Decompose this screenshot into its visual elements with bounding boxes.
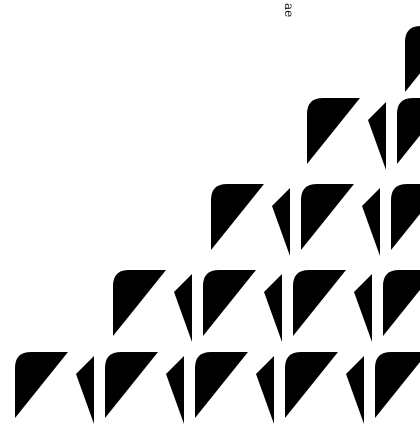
tile-r4-c2 bbox=[203, 270, 282, 342]
tile-r2-c1 bbox=[307, 98, 386, 170]
tile-r3-c3 bbox=[391, 184, 420, 256]
tile-r4-c1 bbox=[113, 270, 192, 342]
tile-r5-c4 bbox=[285, 352, 364, 424]
tile-r4-c4 bbox=[383, 270, 420, 342]
tile-r2-c2 bbox=[397, 98, 420, 170]
tile-r4-c3 bbox=[293, 270, 372, 342]
tile-r1-c1 bbox=[405, 26, 420, 98]
tile-r3-c1 bbox=[211, 184, 290, 256]
tile-r3-c2 bbox=[301, 184, 380, 256]
tile-r5-c3 bbox=[195, 352, 274, 424]
tile-r5-c1 bbox=[15, 352, 94, 424]
tile-r5-c2 bbox=[105, 352, 184, 424]
tile-r5-c5 bbox=[375, 352, 420, 424]
